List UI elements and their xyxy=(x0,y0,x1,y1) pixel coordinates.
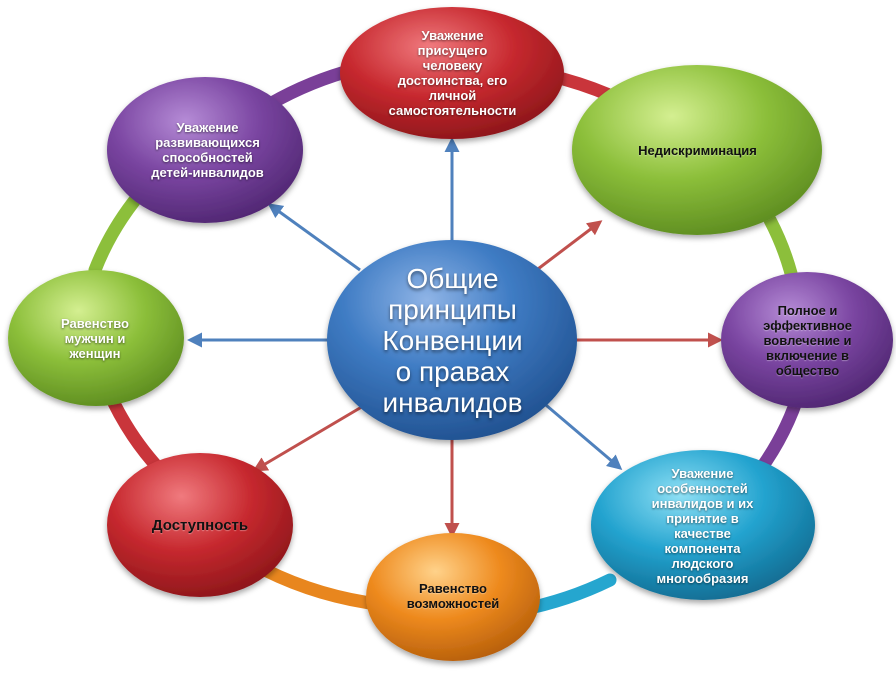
center-circle xyxy=(327,240,577,440)
arrow-to-children xyxy=(267,203,361,272)
nodes xyxy=(8,7,893,661)
arrow-to-diversity xyxy=(539,398,623,470)
node-children-circle xyxy=(107,77,303,223)
ring-segment-left-upper xyxy=(88,193,142,277)
node-accessibility-circle xyxy=(107,453,293,597)
arrows xyxy=(187,137,723,538)
node-gender-equality-circle xyxy=(8,270,184,406)
node-nondiscrimination-circle xyxy=(572,65,822,235)
node-dignity-circle xyxy=(340,7,564,139)
arrow-to-accessibility xyxy=(252,403,366,472)
arrow-to-nondiscrimination xyxy=(529,220,603,277)
node-inclusion-circle xyxy=(721,272,893,408)
node-diversity-circle xyxy=(591,450,815,600)
node-equal-opportunity-circle xyxy=(366,533,540,661)
